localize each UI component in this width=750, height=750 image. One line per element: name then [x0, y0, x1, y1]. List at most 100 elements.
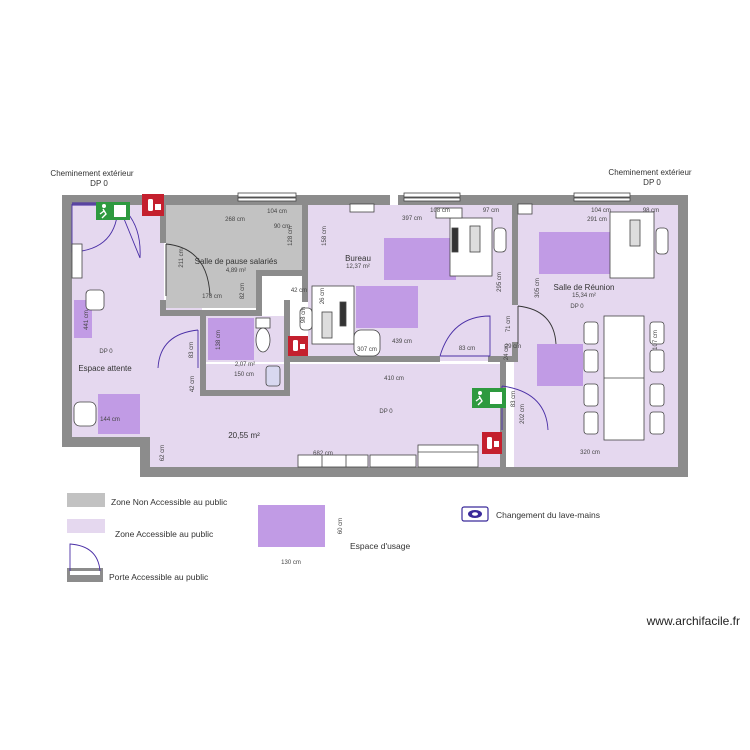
room-area-wc: 2,07 m²: [235, 362, 255, 368]
dimension-label: 26 cm: [320, 288, 326, 304]
dimension-label: 138 cm: [216, 330, 222, 350]
extinguisher-icon: [142, 194, 164, 216]
wall-left-step: [140, 437, 150, 475]
dimension-label: 83 cm: [459, 346, 475, 352]
chair: [649, 349, 665, 373]
dimension-label: 150 cm: [234, 372, 254, 378]
dimension-label: 128 cm: [288, 226, 294, 246]
dimension-label: 178 cm: [202, 294, 222, 300]
chair: [649, 383, 665, 407]
legend-usage-width: 130 cm: [281, 560, 301, 566]
wall-pause-left: [160, 205, 166, 243]
exterior-path-dp: DP 0: [643, 178, 661, 187]
keyboard: [469, 225, 481, 253]
monitor: [339, 301, 347, 327]
legend-swatch-usage: [258, 505, 325, 547]
dimension-label: 397 cm: [402, 216, 422, 222]
dimension-label: 98 cm: [301, 307, 307, 323]
chair: [299, 307, 313, 331]
usage-space: [384, 238, 456, 280]
wall-pause-step-v: [256, 270, 262, 316]
legend-label-usage: Espace d'usage: [350, 541, 410, 551]
wall-bureau-left: [302, 272, 308, 302]
room-area-reunion: 15,34 m²: [572, 293, 596, 299]
armchair: [85, 289, 105, 311]
wall-right: [678, 195, 688, 477]
sink: [265, 365, 281, 387]
furniture: [71, 207, 669, 441]
dimension-label: 144 cm: [100, 417, 120, 423]
wall-wc-right: [284, 300, 290, 396]
exterior-path-dp: DP 0: [90, 179, 108, 188]
room-dp-attente: DP 0: [99, 349, 113, 355]
dimension-label: 24 cm: [504, 344, 510, 360]
dimension-label: 295 cm: [497, 272, 503, 292]
desk: [311, 285, 355, 345]
wall-pause-bottom: [160, 310, 262, 316]
wall-reunion-left-3: [512, 342, 518, 362]
chair: [655, 227, 669, 255]
wall-left: [62, 195, 72, 445]
extinguisher-icon: [288, 336, 308, 356]
door: [165, 243, 211, 297]
legend-label-non-accessible: Zone Non Accessible au public: [111, 497, 228, 507]
legend-swatch-non-accessible: [67, 493, 105, 507]
chair: [583, 349, 599, 373]
wall-pause-right: [302, 205, 308, 273]
window: [297, 444, 479, 468]
dimension-label: 98 cm: [643, 208, 659, 214]
dimension-label: 104 cm: [591, 208, 611, 214]
extinguisher-icon: [482, 432, 502, 454]
dimension-label: 320 cm: [580, 450, 600, 456]
chair: [583, 321, 599, 345]
monitor: [451, 227, 459, 253]
usage-space: [539, 232, 619, 274]
dimension-labels: 268 cm 104 cm 397 cm 108 cm 97 cm 104 cm…: [84, 208, 659, 461]
dimension-label: 42 cm: [190, 376, 196, 392]
dimension-label: 29 cm: [505, 344, 521, 350]
sofa: [71, 243, 83, 279]
door: [439, 315, 491, 357]
walls: [62, 195, 688, 477]
chair: [649, 411, 665, 435]
dimension-label: 291 cm: [587, 217, 607, 223]
window: [403, 192, 461, 202]
wall-top-right: [398, 195, 688, 205]
legend-swatch-accessible: [67, 519, 105, 533]
dimension-label: 104 cm: [267, 209, 287, 215]
usage-spaces: [74, 232, 619, 434]
windows: [237, 192, 631, 468]
legend-label-door: Porte Accessible au public: [109, 572, 209, 582]
dimension-label: 211 cm: [179, 248, 185, 267]
exterior-path-label: Cheminement extérieur: [608, 168, 691, 177]
room-name-attente: Espace attente: [78, 364, 132, 373]
legend-lavabo-icon: [461, 506, 489, 522]
dimension-label: 108 cm: [430, 208, 450, 214]
dimension-label: 682 cm: [313, 451, 333, 457]
dimension-label: 97 cm: [483, 208, 499, 214]
wall-reunion-left: [512, 205, 518, 305]
chair: [583, 411, 599, 435]
legend-door-icon: [67, 543, 103, 582]
wall-bottom: [140, 467, 688, 477]
usage-space: [356, 286, 418, 328]
wall-pause-left-2: [160, 300, 166, 310]
legend-usage-height: 60 cm: [338, 518, 344, 534]
door: [157, 329, 199, 369]
window: [237, 192, 297, 202]
dimension-label: 107 cm: [653, 330, 659, 350]
wall-top-left: [62, 195, 390, 205]
dimension-label: 441 cm: [84, 310, 90, 330]
room-dp-reunion: DP 0: [570, 304, 584, 310]
dimension-label: 82 cm: [240, 283, 246, 299]
usage-space: [537, 344, 583, 386]
dimension-label: 202 cm: [520, 404, 526, 424]
window: [349, 203, 533, 215]
wall-wc-left: [200, 316, 206, 396]
dimension-label: 90 cm: [274, 224, 290, 230]
room-name-reunion: Salle de Réunion: [554, 283, 615, 292]
legend-label-lavabo: Changement du lave-mains: [496, 510, 600, 520]
legend-label-accessible: Zone Accessible au public: [115, 529, 214, 539]
dimension-label: 62 cm: [160, 445, 166, 461]
